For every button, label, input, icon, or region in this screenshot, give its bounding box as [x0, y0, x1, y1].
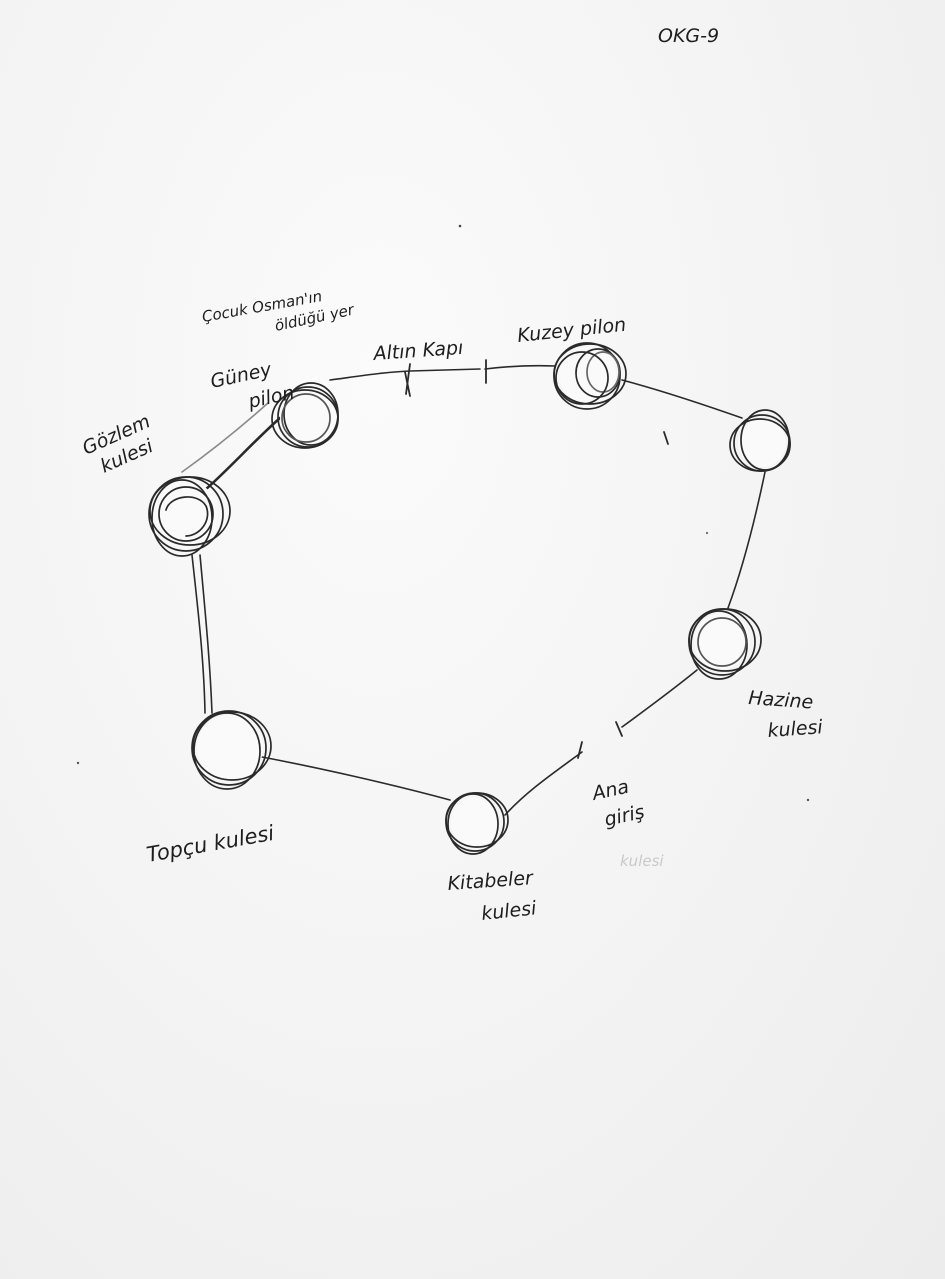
- label-topcu-kulesi: Topçu kulesi: [145, 821, 276, 867]
- speck: [806, 798, 810, 802]
- wall-gozlem-to-guney-pilon-outer: [181, 402, 269, 473]
- wall-kuzey-pilon-to-east-tower: [621, 379, 743, 419]
- label-hazine-kulesi-line1: Hazine: [748, 687, 814, 713]
- tower-kitabeler-kulesi: [445, 792, 509, 855]
- gate-marks: [404, 359, 669, 759]
- labels: OKG-9 Gözlem kulesi Çocuk Osman'ın öldüğ…: [79, 25, 824, 925]
- wall-kitabeler-to-topcu: [261, 756, 451, 801]
- tower-east: [729, 409, 791, 472]
- tower-hazine-kulesi: [688, 608, 762, 680]
- label-hazine-kulesi-line2: kulesi: [767, 716, 824, 742]
- label-ana-giris-line1: Ana: [589, 776, 631, 806]
- wall-gozlem-to-guney-pilon: [203, 416, 282, 492]
- sheet-code: OKG-9: [658, 25, 719, 47]
- tower-gozlem-kulesi: [148, 476, 231, 557]
- wall-altin-kapi-to-kuzey-pilon: [484, 364, 556, 370]
- ana-giris-tick-right: [615, 721, 623, 737]
- speck: [76, 761, 80, 765]
- speck: [458, 224, 462, 228]
- wall-ana-giris-to-kitabeler: [504, 751, 583, 816]
- tower-guney-pilon: [271, 382, 339, 449]
- label-ana-giris-line2: giriş: [602, 801, 646, 831]
- label-altin-kapi: Altın Kapı: [371, 337, 464, 365]
- label-kuzey-pilon: Kuzey pilon: [516, 314, 627, 347]
- stray-mark: [663, 431, 669, 445]
- tower-kuzey-pilon: [553, 342, 627, 410]
- label-kitabeler-kulesi-line1: Kitabeler: [447, 867, 535, 895]
- paper-specks: [76, 224, 810, 802]
- label-faint-kulesi: kulesi: [620, 852, 664, 870]
- wall-topcu-to-gozlem: [199, 554, 213, 714]
- wall-hazine-to-ana-giris: [621, 669, 698, 728]
- speck: [705, 531, 709, 535]
- wall-east-tower-to-hazine: [727, 471, 766, 609]
- ana-giris-tick-left: [577, 741, 583, 759]
- altin-kapi-tick-left-2: [405, 363, 411, 395]
- wall-topcu-to-gozlem-second-line: [191, 554, 206, 714]
- walls: [181, 364, 766, 816]
- tower-topcu-kulesi: [191, 710, 272, 790]
- label-kitabeler-kulesi-line2: kulesi: [480, 897, 538, 925]
